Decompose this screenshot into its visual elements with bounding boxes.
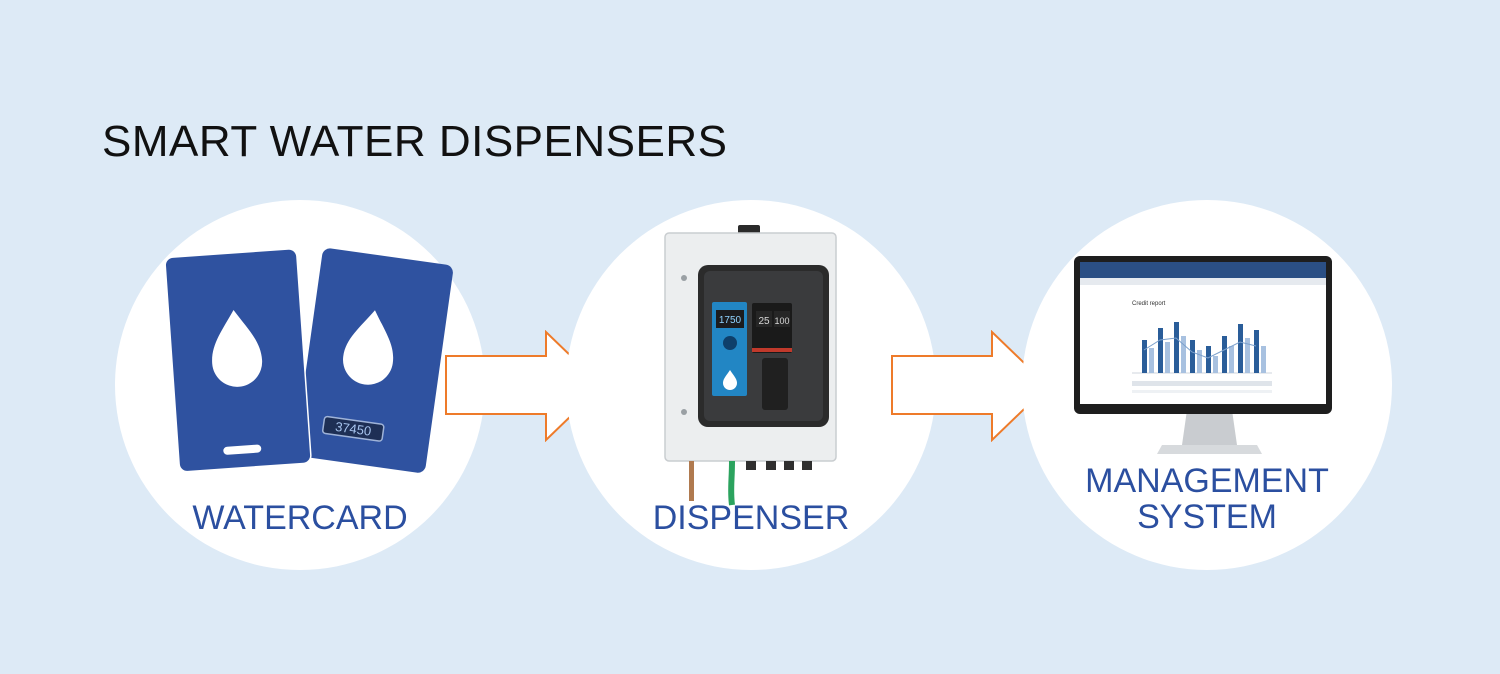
- water-drop-icon: [212, 309, 263, 387]
- dispenser-display-mid: 25: [758, 316, 770, 327]
- arrow-right-icon: [891, 330, 1050, 442]
- dispenser-circle: 1750 25 100 DISPENSER: [566, 200, 936, 570]
- management-system-label-line1: MANAGEMENT: [1085, 462, 1329, 500]
- dispenser-display-left: 1750: [719, 315, 742, 326]
- watercard-back: 37450: [295, 248, 453, 473]
- monitor-illustration: Credit report: [1074, 256, 1332, 454]
- screen-chart-bars: [1142, 322, 1266, 373]
- water-drop-icon: [343, 310, 394, 385]
- dispenser-label: DISPENSER: [652, 499, 850, 537]
- management-system-label: MANAGEMENT SYSTEM: [1022, 463, 1392, 535]
- management-system-circle: Credit report MANAGEMENT SYST: [1022, 200, 1392, 570]
- card-number-panel: [322, 415, 385, 442]
- card-number: 37450: [334, 419, 372, 439]
- watercard-illustration: 37450: [164, 248, 453, 473]
- watercard-label: WATERCARD: [192, 499, 408, 537]
- dispenser-display-right: 100: [774, 316, 789, 326]
- management-system-label-line2: SYSTEM: [1137, 498, 1277, 536]
- screen-heading: Credit report: [1132, 301, 1166, 307]
- watercard-front: [164, 248, 312, 473]
- watercard-circle: 37450 WATERCARD: [115, 200, 485, 570]
- page-title: SMART WATER DISPENSERS: [102, 117, 728, 167]
- dispenser-illustration: 1750 25 100: [664, 225, 837, 506]
- card-slot-icon: [223, 444, 262, 455]
- water-drop-icon: [723, 370, 737, 390]
